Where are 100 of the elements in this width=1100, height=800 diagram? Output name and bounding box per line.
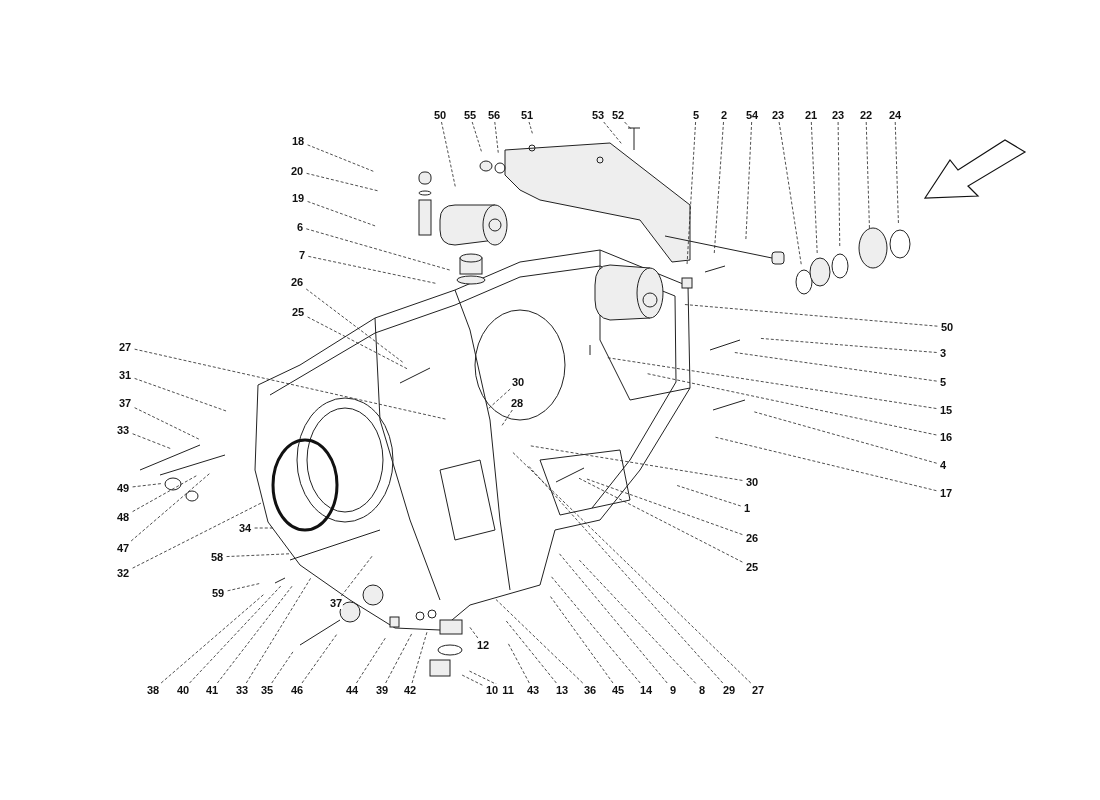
- callout-number: 33: [234, 684, 250, 696]
- leader-line: [307, 144, 374, 172]
- leader-line: [226, 553, 290, 557]
- leader-line: [676, 485, 742, 507]
- callout-number: 53: [590, 109, 606, 121]
- callout-number: 59: [210, 587, 226, 599]
- leader-line: [550, 596, 614, 684]
- callout-number: 25: [290, 306, 306, 318]
- leader-line: [160, 594, 264, 684]
- callout-number: 50: [432, 109, 448, 121]
- leader-line: [227, 583, 260, 592]
- callout-number: 2: [719, 109, 729, 121]
- leader-line: [134, 348, 446, 420]
- callout-number: 19: [290, 192, 306, 204]
- leader-line: [411, 631, 428, 684]
- callout-number: 23: [830, 109, 846, 121]
- leader-line: [530, 445, 743, 481]
- leader-line: [894, 121, 899, 224]
- callout-number: 58: [209, 551, 225, 563]
- leader-line: [301, 634, 337, 684]
- callout-number: 8: [697, 684, 707, 696]
- leader-line: [306, 172, 378, 192]
- leader-line: [512, 452, 752, 684]
- callout-number: 30: [744, 476, 760, 488]
- leader-line: [356, 637, 386, 684]
- callout-number: 35: [259, 684, 275, 696]
- callout-number: 31: [117, 369, 133, 381]
- leader-line: [305, 228, 451, 271]
- leader-line: [132, 475, 197, 512]
- leader-line: [488, 388, 511, 409]
- callout-number: 24: [887, 109, 903, 121]
- callout-number: 10: [484, 684, 500, 696]
- callout-number: 7: [297, 249, 307, 261]
- leader-line: [271, 651, 294, 684]
- leader-line: [760, 338, 938, 353]
- leader-line: [607, 357, 937, 409]
- leader-line: [130, 473, 210, 542]
- leader-line: [753, 411, 938, 464]
- callout-number: 27: [750, 684, 766, 696]
- leader-line: [461, 674, 483, 686]
- callout-number: 4: [938, 459, 948, 471]
- leader-line: [471, 121, 482, 152]
- callout-number: 13: [554, 684, 570, 696]
- callout-number: 47: [115, 542, 131, 554]
- leader-line: [132, 483, 162, 488]
- callout-number: 52: [610, 109, 626, 121]
- callout-number: 36: [582, 684, 598, 696]
- leader-line: [305, 288, 404, 363]
- leader-line: [551, 576, 641, 684]
- callout-number: 6: [295, 221, 305, 233]
- callout-number: 40: [175, 684, 191, 696]
- leader-line: [441, 121, 456, 187]
- leader-line: [132, 433, 171, 449]
- leader-line: [134, 407, 200, 440]
- callout-number: 33: [115, 424, 131, 436]
- callout-number: 29: [721, 684, 737, 696]
- leader-line: [778, 121, 802, 265]
- leader-line: [385, 633, 412, 684]
- leader-line: [647, 373, 937, 436]
- callout-number: 41: [204, 684, 220, 696]
- leader-line: [624, 121, 632, 130]
- leader-line: [469, 626, 479, 639]
- callout-number: 25: [744, 561, 760, 573]
- callout-number: 5: [691, 109, 701, 121]
- leader-line: [341, 555, 373, 597]
- callout-number: 1: [742, 502, 752, 514]
- callout-number: 30: [510, 376, 526, 388]
- callout-number: 37: [117, 397, 133, 409]
- callout-number: 26: [744, 532, 760, 544]
- callout-number: 50: [939, 321, 955, 333]
- callout-number: 15: [938, 404, 954, 416]
- leader-line: [134, 378, 227, 412]
- leader-line: [307, 316, 408, 370]
- leader-line: [494, 121, 499, 154]
- leader-line: [586, 478, 743, 535]
- leader-line: [307, 201, 376, 227]
- callout-number: 34: [237, 522, 253, 534]
- callout-number: 11: [501, 684, 515, 696]
- callout-number: 39: [374, 684, 390, 696]
- callout-number: 17: [938, 487, 954, 499]
- callout-number: 3: [938, 347, 948, 359]
- callout-number: 49: [115, 482, 131, 494]
- leader-line: [307, 255, 436, 284]
- callout-number: 28: [509, 397, 525, 409]
- leader-line: [686, 121, 696, 265]
- callout-number: 55: [462, 109, 478, 121]
- callout-number: 46: [289, 684, 305, 696]
- callout-number: 18: [290, 135, 306, 147]
- leader-line: [578, 477, 743, 563]
- leader-line: [684, 304, 938, 327]
- leader-line: [189, 585, 282, 684]
- callout-number: 23: [770, 109, 786, 121]
- callout-number: 56: [486, 109, 502, 121]
- callout-number: 27: [117, 341, 133, 353]
- leader-line: [734, 352, 938, 382]
- leader-line: [501, 409, 513, 426]
- leader-line: [865, 121, 870, 229]
- callout-number: 14: [638, 684, 654, 696]
- leader-line: [603, 121, 622, 144]
- callout-number: 45: [610, 684, 626, 696]
